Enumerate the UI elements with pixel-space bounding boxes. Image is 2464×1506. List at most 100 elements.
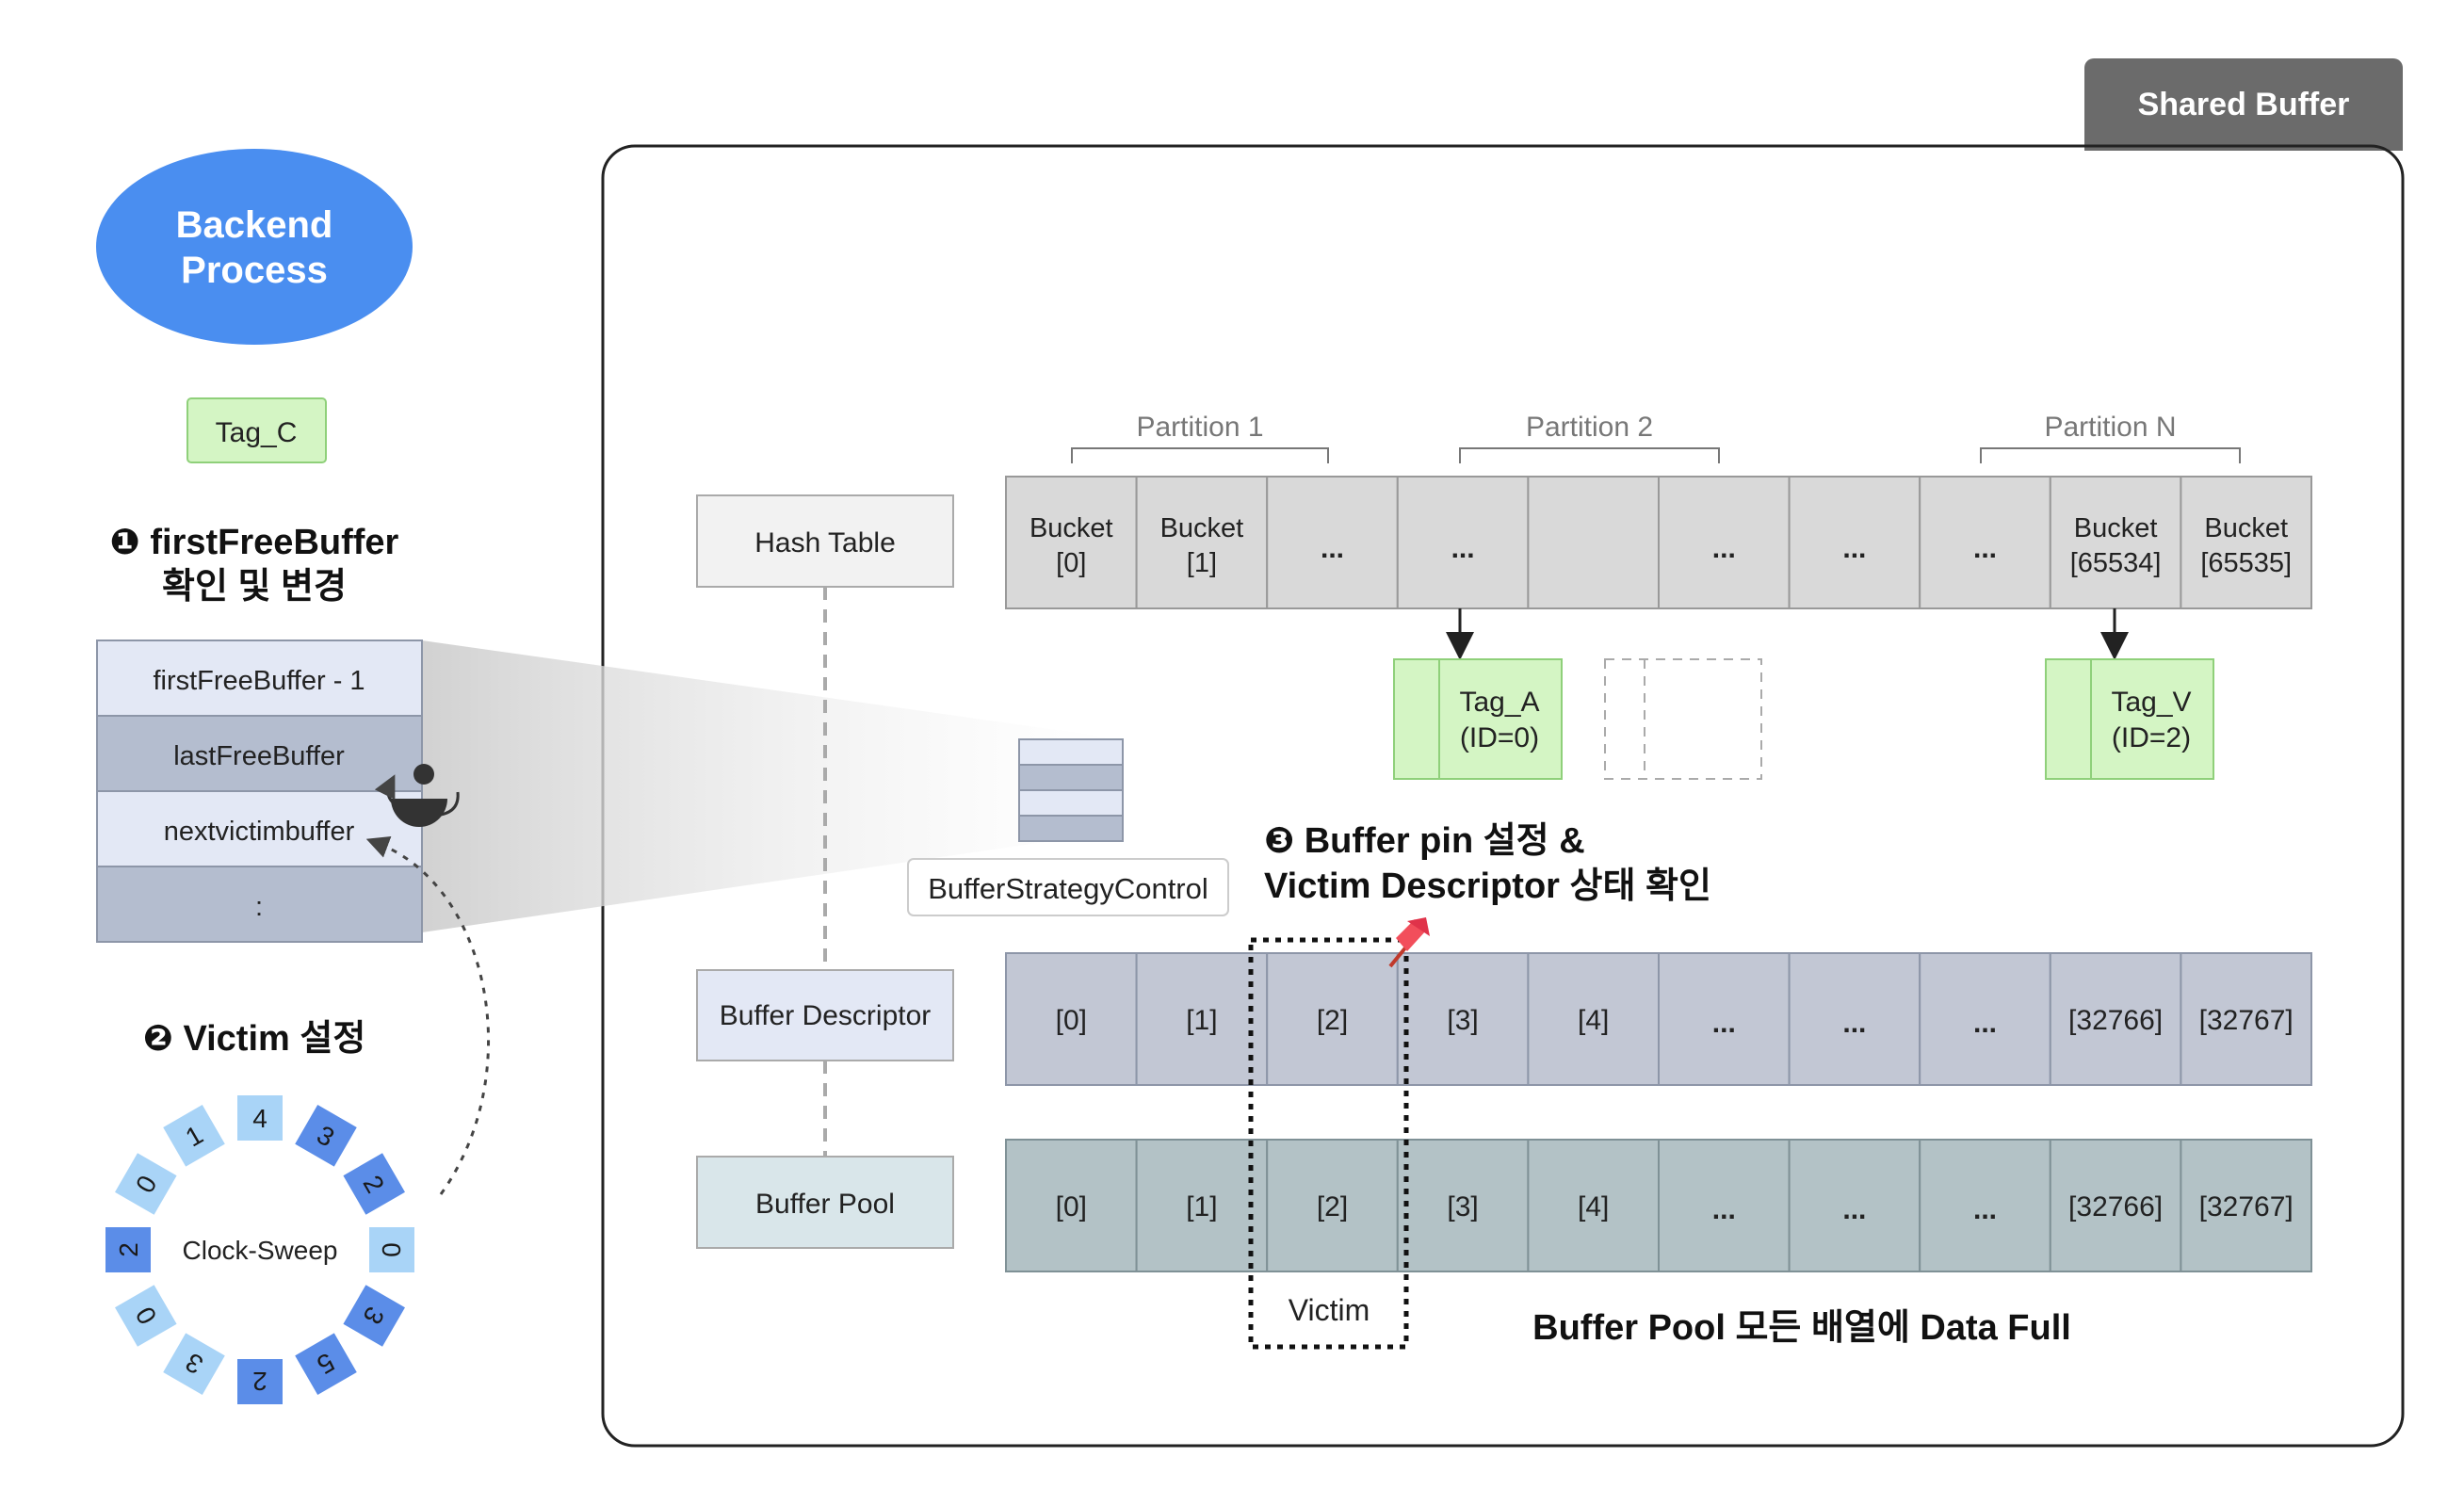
descriptor-cell <box>1135 952 1269 1086</box>
strategy-list-label: : <box>255 892 263 922</box>
hash-bucket-label: Bucket <box>1160 513 1244 543</box>
hash-bucket-label: Bucket <box>2074 513 2158 543</box>
buffer-pool-label-box: Buffer Pool <box>696 1156 954 1249</box>
clock-sweep-label: Clock-Sweep <box>183 1236 338 1265</box>
descriptor-cell-label: [3] <box>1447 1005 1478 1036</box>
partition-bracket <box>1459 447 1720 463</box>
pool-cell-label: [0] <box>1056 1191 1087 1223</box>
svg-text:Buffer Descriptor: Buffer Descriptor <box>720 1000 932 1031</box>
clock-slot: 0 <box>367 1225 416 1274</box>
descriptor-cell-label: ... <box>1712 1008 1736 1039</box>
victim-highlight-box <box>1248 937 1409 1350</box>
svg-text:Hash Table: Hash Table <box>754 527 896 559</box>
svg-text:Buffer Pool: Buffer Pool <box>755 1189 895 1220</box>
hash-table-label-box: Hash Table <box>696 494 954 588</box>
clock-slot: 5 <box>292 1330 360 1398</box>
step6-caption: ❶ firstFreeBuffer 확인 및 변경 <box>110 523 399 607</box>
descriptor-cell <box>1396 952 1530 1086</box>
svg-text:(ID=2): (ID=2) <box>2112 722 2191 753</box>
hash-bucket-ellipsis: ... <box>1973 533 1997 564</box>
clock-to-nextvictim-arrow <box>365 835 490 1195</box>
pool-cell <box>1005 1139 1138 1272</box>
buffer-pool-row: [0][1][2][3][4].........[32766][32767] <box>1005 1139 2312 1272</box>
empty-hash-entry <box>1604 658 1762 780</box>
hash-bucket <box>1788 476 1921 609</box>
descriptor-cell <box>1527 952 1661 1086</box>
svg-text:확인 및 변경: 확인 및 변경 <box>162 567 347 607</box>
pool-cell-label: [1] <box>1186 1191 1217 1223</box>
strategy-list-row <box>96 715 423 792</box>
pool-cell-label: [32767] <box>2199 1191 2294 1223</box>
clock-slot: 0 <box>112 1282 180 1350</box>
strategy-list-row <box>96 640 423 717</box>
hash-bucket-ellipsis: ... <box>1321 533 1344 564</box>
clock-slot: 4 <box>235 1093 284 1142</box>
hash-bucket <box>1919 476 2051 609</box>
descriptor-cell-label: [1] <box>1186 1005 1217 1036</box>
tag-a-entry: Tag_A (ID=0) <box>1393 658 1563 780</box>
hash-bucket-ellipsis: ... <box>1842 533 1866 564</box>
strategy-list-row <box>96 866 423 943</box>
hash-bucket <box>1005 476 1138 609</box>
svg-text:Tag_C: Tag_C <box>216 417 298 448</box>
hash-bucket-index: [65535] <box>2200 548 2292 578</box>
descriptor-cell <box>1919 952 2051 1086</box>
zoom-beam <box>422 640 1123 932</box>
partition-label: Partition 2 <box>1526 412 1653 443</box>
tag-c: Tag_C <box>186 397 327 463</box>
partition-label: Partition N <box>2044 412 2176 443</box>
pool-cell <box>1919 1139 2051 1272</box>
descriptor-cell-label: [2] <box>1317 1005 1348 1036</box>
pool-cell-label: ... <box>1712 1194 1736 1225</box>
hash-bucket <box>2180 476 2312 609</box>
svg-text:Process: Process <box>181 250 328 291</box>
hash-bucket-label: Bucket <box>1029 513 1113 543</box>
hash-bucket <box>1266 476 1399 609</box>
pool-full-note: Buffer Pool 모든 배열에 Data Full <box>1532 1308 2071 1348</box>
backend-process: Backend Process <box>96 149 413 345</box>
hash-bucket <box>1135 476 1269 609</box>
pool-cell-label: [32766] <box>2068 1191 2163 1223</box>
partition-bracket <box>1071 447 1329 463</box>
clock-slot-value: 2 <box>252 1367 267 1396</box>
hash-bucket-index: [1] <box>1187 548 1217 578</box>
clock-slot-value: 0 <box>377 1242 406 1257</box>
step8-caption: ❸ Buffer pin 설정 & Victim Descriptor 상태 확… <box>1264 821 1711 906</box>
shared-buffer-title: Shared Buffer <box>2138 87 2350 122</box>
descriptor-cell-label: [0] <box>1056 1005 1087 1036</box>
victim-label: Victim <box>1289 1293 1370 1327</box>
svg-text:Backend: Backend <box>176 204 333 246</box>
clock-slot: 2 <box>104 1225 153 1274</box>
tag-v-entry: Tag_V (ID=2) <box>2045 658 2214 780</box>
descriptor-cell-label: [32767] <box>2199 1005 2294 1036</box>
pool-cell <box>2049 1139 2182 1272</box>
svg-text:❶ firstFreeBuffer: ❶ firstFreeBuffer <box>110 523 399 562</box>
hash-bucket <box>1396 476 1530 609</box>
shared-buffer-tab: Shared Buffer <box>2084 58 2403 151</box>
clock-slot: 2 <box>235 1357 284 1406</box>
hash-bucket-ellipsis: ... <box>1451 533 1475 564</box>
partition-bracket <box>1980 447 2241 463</box>
pool-cell <box>1396 1139 1530 1272</box>
hash-bucket <box>2049 476 2182 609</box>
descriptor-cell <box>1658 952 1791 1086</box>
strategy-list: firstFreeBuffer - 1lastFreeBuffernextvic… <box>96 640 423 943</box>
strategy-stack-icon <box>1018 738 1124 842</box>
clock-slot: 3 <box>340 1282 408 1350</box>
clock-slot: 3 <box>160 1330 228 1398</box>
hash-bucket <box>1658 476 1791 609</box>
buffer-descriptor-row: [0][1][2][3][4].........[32766][32767] <box>1005 952 2312 1086</box>
clock-slot: 2 <box>340 1150 408 1218</box>
descriptor-cell-label: [32766] <box>2068 1005 2163 1036</box>
descriptor-cell <box>1005 952 1138 1086</box>
buffer-descriptor-label-box: Buffer Descriptor <box>696 969 954 1061</box>
hash-bucket-index: [65534] <box>2070 548 2162 578</box>
partition-label: Partition 1 <box>1136 412 1263 443</box>
svg-text:Victim Descriptor 상태 확인: Victim Descriptor 상태 확인 <box>1264 866 1711 906</box>
svg-text:BufferStrategyControl: BufferStrategyControl <box>928 872 1208 905</box>
descriptor-cell <box>1788 952 1921 1086</box>
clock-slot-value: 4 <box>252 1104 267 1133</box>
strategy-list-label: nextvictimbuffer <box>164 817 355 847</box>
